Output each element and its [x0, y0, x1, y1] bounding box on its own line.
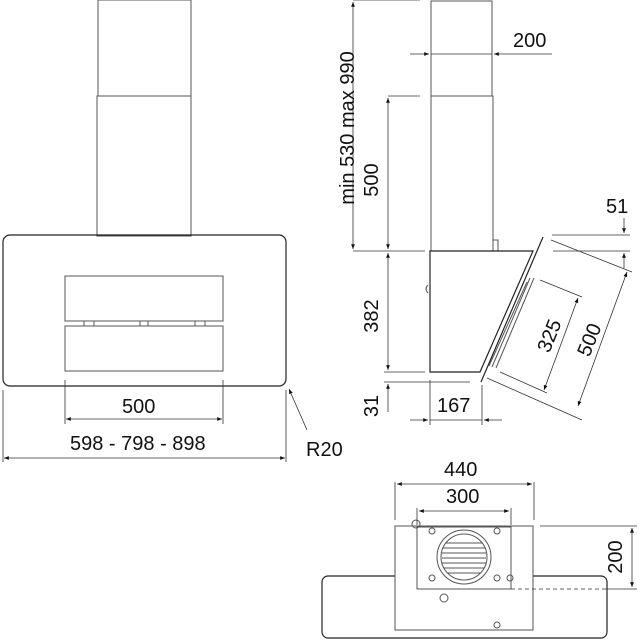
body-height-label: 382 [361, 299, 383, 333]
top-inner-plate [416, 526, 512, 590]
chimney-height-label: min 530 max 990 [337, 51, 359, 205]
top-view [321, 482, 637, 639]
total-width-label: 598 - 798 - 898 [70, 433, 206, 455]
body-depth-label: 167 [437, 395, 471, 417]
side-chimney-lower [430, 95, 494, 252]
fan-outlet [436, 529, 492, 585]
chimney-depth-label: 200 [513, 30, 547, 52]
radius-leader [288, 388, 308, 431]
lower-chimney-label: 500 [361, 163, 383, 197]
front-inner-lower [64, 325, 224, 372]
front-hood-panel [2, 234, 287, 387]
side-view [351, 0, 633, 425]
dim-panel-inner [543, 297, 579, 391]
front-chimney-lower [96, 95, 192, 237]
side-glass-panel [480, 236, 544, 383]
panel-top-offset-label: 51 [606, 196, 629, 218]
outlet-grille [442, 542, 486, 574]
front-inner-upper [64, 275, 224, 322]
outer-width-label: 440 [444, 459, 478, 481]
inner-width-label: 500 [122, 396, 156, 418]
side-chimney-upper [430, 0, 493, 97]
front-chimney-upper [97, 0, 192, 97]
front-view [2, 0, 308, 462]
bottom-offset-label: 31 [361, 394, 383, 418]
outlet-width-label: 300 [446, 486, 480, 508]
top-body [394, 525, 534, 631]
dim-panel-length [577, 271, 628, 407]
radius-label: R20 [306, 439, 343, 461]
side-hood-body [429, 250, 534, 373]
top-depth-label: 200 [605, 540, 627, 574]
